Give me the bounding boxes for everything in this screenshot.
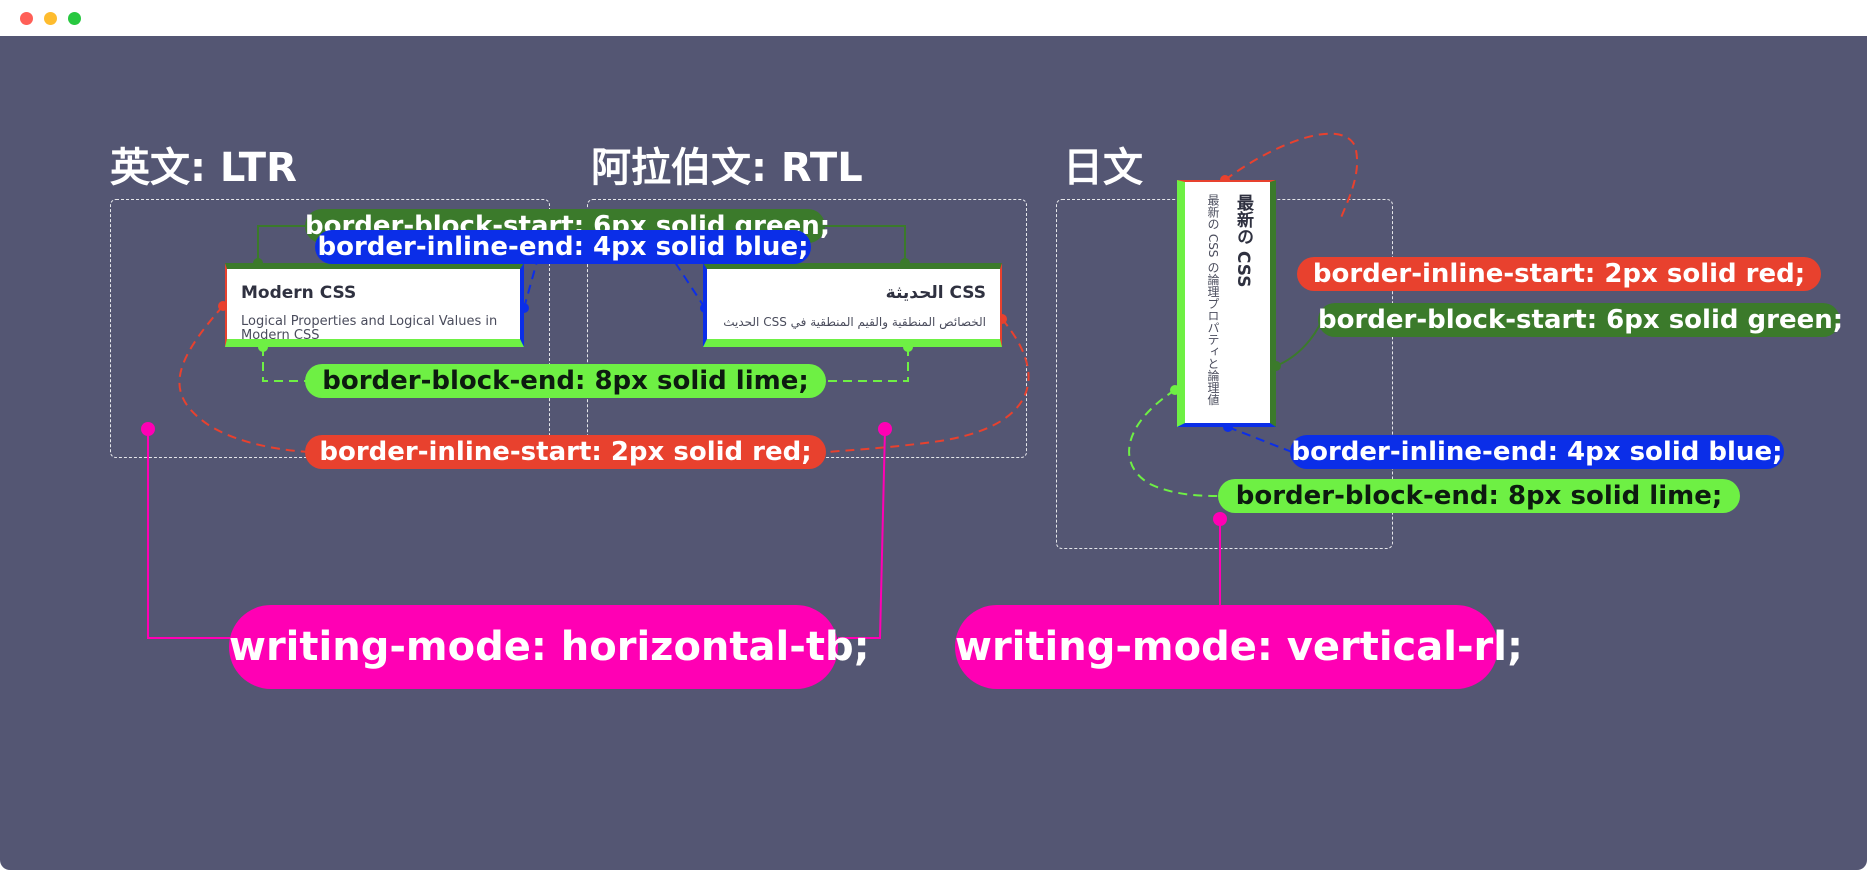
card-ltr-text: Logical Properties and Logical Values in… [241, 314, 498, 343]
card-rtl-title: CSS الحديثة [885, 283, 986, 303]
label-inline-start-vertical: border-inline-start: 2px solid red; [1297, 257, 1821, 291]
connector-lime-rtl [826, 347, 909, 382]
connector-lime-vertical [1128, 389, 1219, 497]
connector-green-rtl [825, 225, 906, 263]
card-vertical: 最新の CSS 最新の CSS の論理プロパティと論理値 [1177, 180, 1276, 427]
connector-green-vertical [1275, 319, 1323, 367]
dot-magenta-ltr [141, 422, 155, 436]
connector-lime-ltr [262, 347, 307, 382]
connector-red-ltr [178, 305, 309, 453]
dot-magenta-vertical [1213, 512, 1227, 526]
label-writing-mode-vertical: writing-mode: vertical-rl; [955, 605, 1523, 689]
card-vertical-text: 最新の CSS の論理プロパティと論理値 [1206, 194, 1220, 406]
connector-red-vertical [1224, 132, 1359, 221]
card-rtl: CSS الحديثة الخصائص المنطقية والقيم المن… [703, 263, 1002, 347]
label-inline-end-vertical: border-inline-end: 4px solid blue; [1290, 435, 1784, 469]
label-inline-end-horizontal: border-inline-end: 4px solid blue; [315, 230, 811, 264]
heading-ltr: 英文: LTR [110, 145, 297, 191]
connector-blue-vertical [1227, 426, 1293, 453]
card-rtl-text: الخصائص المنطقية والقيم المنطقية في CSS … [723, 315, 986, 329]
label-block-start-vertical: border-block-start: 6px solid green; [1318, 303, 1844, 337]
dot-magenta-rtl [878, 422, 892, 436]
label-block-end-vertical: border-block-end: 8px solid lime; [1218, 479, 1740, 513]
diagram-canvas: 英文: LTR 阿拉伯文: RTL 日文 [0, 36, 1867, 870]
heading-vertical: 日文 [1063, 145, 1143, 191]
card-vertical-title: 最新の CSS [1233, 194, 1253, 288]
label-writing-mode-horizontal: writing-mode: horizontal-tb; [229, 605, 870, 689]
label-inline-start-horizontal: border-inline-start: 2px solid red; [305, 435, 826, 469]
title-bar [0, 0, 1867, 36]
card-ltr-title: Modern CSS [241, 283, 357, 303]
heading-rtl: 阿拉伯文: RTL [591, 145, 863, 191]
close-button[interactable] [20, 12, 33, 25]
card-ltr: Modern CSS Logical Properties and Logica… [225, 263, 524, 347]
connector-green-ltr [257, 225, 305, 263]
label-block-end-horizontal: border-block-end: 8px solid lime; [305, 364, 826, 398]
zoom-button[interactable] [68, 12, 81, 25]
connector-magenta-ltr [147, 429, 232, 639]
minimize-button[interactable] [44, 12, 57, 25]
connector-magenta-rtl [838, 428, 886, 639]
connector-red-rtl [827, 318, 1030, 453]
